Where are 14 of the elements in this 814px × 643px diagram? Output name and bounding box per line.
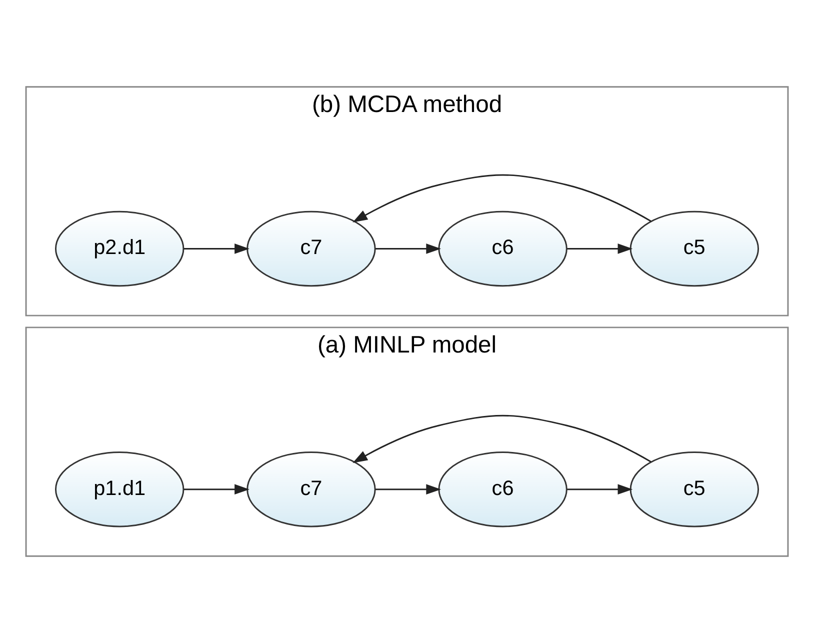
arrow (352, 174, 652, 222)
arrow (376, 244, 442, 254)
node-ellipse: c5 (630, 210, 760, 287)
arrow (376, 484, 442, 495)
node-ellipse: p2.d1 (54, 210, 184, 287)
arrow (567, 484, 633, 495)
arrow (352, 414, 652, 463)
node-ellipse: p1.d1 (54, 451, 184, 528)
node-ellipse: c6 (438, 451, 568, 528)
arrow (184, 484, 250, 495)
arrow (567, 244, 633, 254)
node-ellipse: c6 (438, 210, 568, 287)
node-ellipse: c5 (630, 451, 760, 528)
arrow (184, 244, 250, 254)
